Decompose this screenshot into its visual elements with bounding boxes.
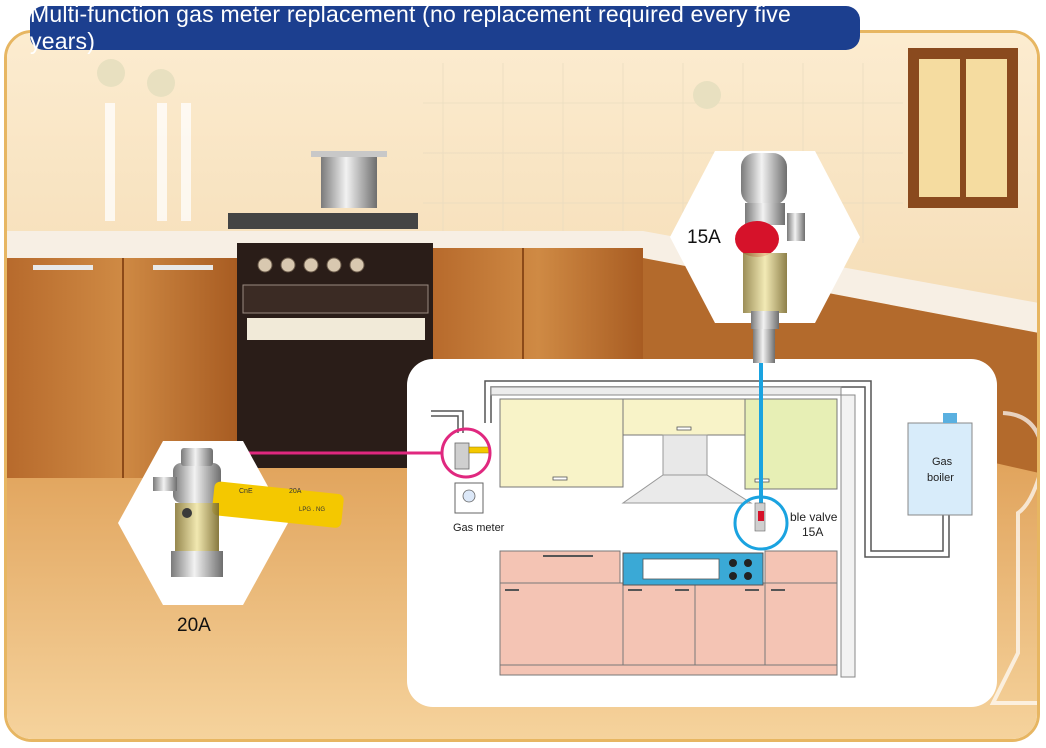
flexible-valve-size-label: 15A bbox=[802, 525, 823, 539]
scene: CnE 20A LPG . NG 15A 20A Gas meter ble v… bbox=[7, 33, 1037, 739]
wine-glass bbox=[989, 411, 1037, 705]
title-banner: Multi-function gas meter replacement (no… bbox=[30, 1, 860, 54]
upper-cabinet-left bbox=[499, 398, 624, 488]
kick-plate bbox=[499, 664, 838, 676]
left-valve-size-label: 20A bbox=[177, 615, 211, 636]
upper-cabinet-right bbox=[744, 398, 838, 490]
range-hood bbox=[621, 474, 753, 504]
gas-boiler-label-line1: Gas bbox=[932, 456, 953, 468]
flowers bbox=[97, 59, 721, 109]
wall-column bbox=[840, 394, 856, 678]
pot bbox=[321, 153, 377, 208]
left-valve-illustration bbox=[153, 448, 344, 577]
lower-cabinet-right-top bbox=[764, 550, 838, 584]
oven-knobs bbox=[257, 257, 365, 273]
cooktop-burners bbox=[729, 559, 752, 580]
lower-cabinet-base bbox=[499, 582, 838, 674]
vases bbox=[105, 103, 191, 221]
illustration-frame: CnE 20A LPG . NG 15A 20A Gas meter ble v… bbox=[4, 30, 1040, 742]
stove-top bbox=[228, 213, 418, 229]
top-rail bbox=[490, 386, 842, 396]
lower-cabinet-left bbox=[499, 550, 621, 584]
oven bbox=[237, 243, 433, 468]
valve-tag-brand: CnE bbox=[239, 488, 253, 495]
range-hood-duct bbox=[662, 434, 708, 476]
valve-tag-size: 20A bbox=[289, 488, 302, 495]
gas-boiler bbox=[907, 422, 973, 516]
flexible-valve-highlight-circle bbox=[733, 495, 789, 551]
valve-tag-gas-type: LPG . NG bbox=[299, 507, 325, 513]
flexible-valve-label: ble valve bbox=[790, 510, 838, 524]
gas-meter-label: Gas meter bbox=[453, 522, 505, 534]
gas-boiler-label-line2: boiler bbox=[927, 472, 954, 484]
title-text: Multi-function gas meter replacement (no… bbox=[30, 1, 791, 54]
top-valve-illustration bbox=[735, 153, 805, 363]
top-valve-size-label: 15A bbox=[687, 227, 721, 248]
